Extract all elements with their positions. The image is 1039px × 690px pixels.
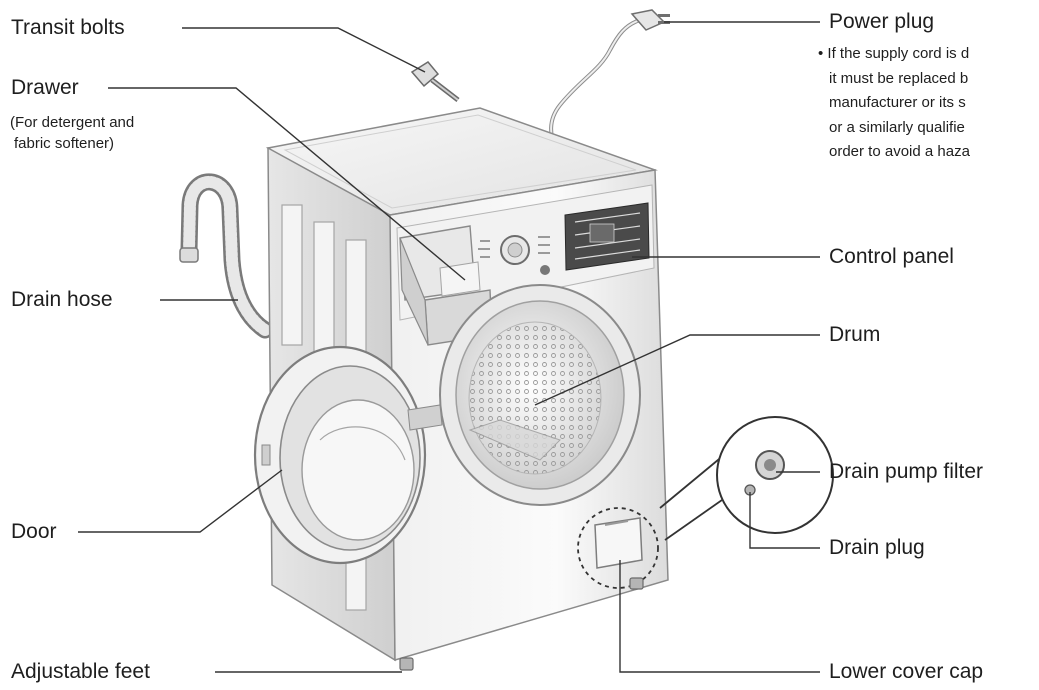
leader-door bbox=[78, 469, 283, 533]
label-drawer-note: (For detergent and fabric softener) bbox=[10, 112, 134, 154]
label-lower-cover-cap: Lower cover cap bbox=[829, 660, 984, 683]
drum-drawing bbox=[439, 284, 641, 506]
leader-drain-plug bbox=[749, 492, 820, 549]
power-note-line-1: • If the supply cord is d bbox=[818, 45, 970, 62]
label-adjustable-feet: Adjustable feet bbox=[11, 660, 150, 683]
door-drawing bbox=[253, 345, 443, 565]
label-drain-hose: Drain hose bbox=[11, 288, 113, 311]
drain-hose-drawing bbox=[179, 173, 274, 339]
magnified-filter-drawing bbox=[659, 416, 834, 541]
label-control-panel: Control panel bbox=[829, 245, 954, 268]
transit-bolt-drawing bbox=[410, 61, 460, 102]
label-transit-bolts: Transit bolts bbox=[11, 16, 125, 39]
label-power-plug: Power plug bbox=[829, 10, 935, 33]
adjustable-feet-drawing bbox=[399, 577, 644, 671]
control-panel-drawing bbox=[478, 202, 650, 275]
power-note-line-3: manufacturer or its s bbox=[829, 94, 966, 111]
power-plug-note: • If the supply cord is d it must be rep… bbox=[818, 42, 1039, 165]
lower-cover-cap-drawing bbox=[577, 507, 659, 589]
power-note-line-4: or a similarly qualifie bbox=[829, 118, 965, 136]
leader-transit-bolts bbox=[182, 27, 426, 73]
power-note-line-5: order to avoid a haza bbox=[829, 143, 970, 160]
power-note-line-2: it must be replaced b bbox=[829, 69, 969, 87]
drawer-note-line1: (For detergent and bbox=[10, 114, 135, 131]
label-drawer: Drawer bbox=[11, 76, 79, 99]
label-drain-plug: Drain plug bbox=[829, 536, 925, 559]
leader-lines bbox=[78, 21, 820, 673]
leader-drawer bbox=[108, 87, 466, 281]
leader-lower-cover-cap bbox=[619, 560, 820, 673]
label-drain-pump-filter: Drain pump filter bbox=[829, 460, 984, 483]
label-drum: Drum bbox=[829, 323, 881, 346]
label-door: Door bbox=[11, 520, 57, 543]
drawer-note-line2: fabric softener) bbox=[14, 135, 115, 152]
leader-drum bbox=[534, 334, 820, 406]
